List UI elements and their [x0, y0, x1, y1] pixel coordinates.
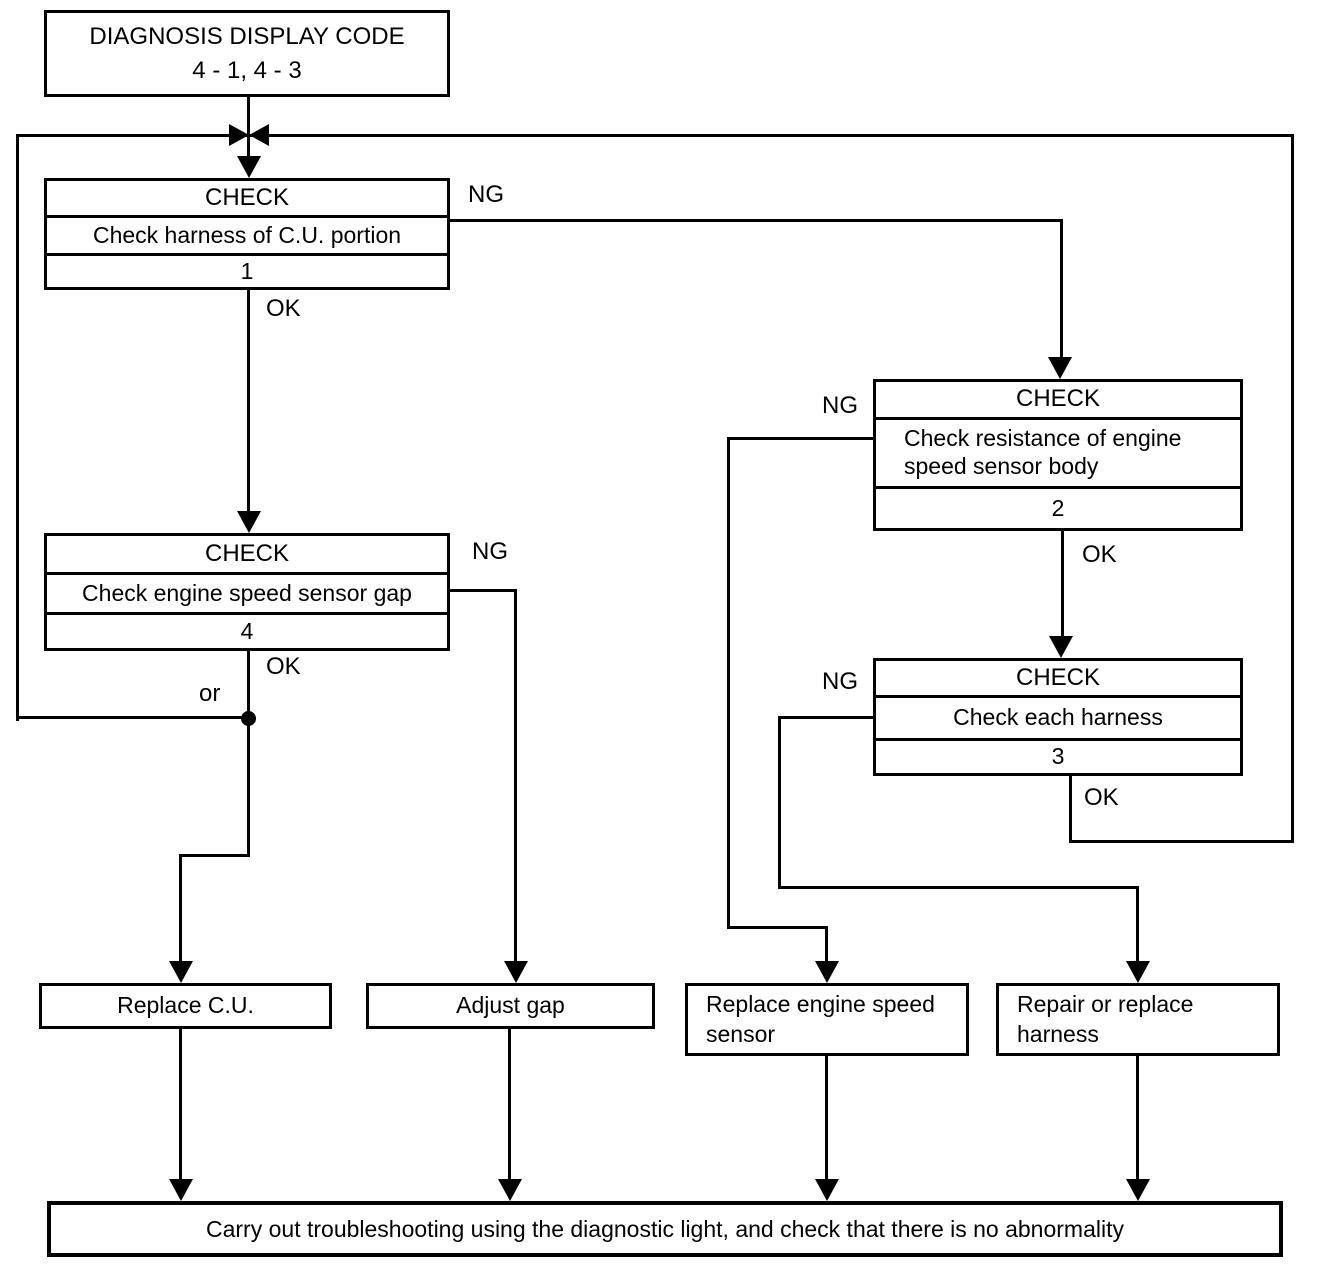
- action-replace-cu: Replace C.U.: [39, 983, 332, 1029]
- connector-check4-ng-v: [514, 589, 517, 963]
- or-junction-dot: [241, 711, 256, 726]
- connector-replace-sensor-to-final: [825, 1056, 828, 1181]
- arrowhead-final-3: [815, 1179, 839, 1201]
- connector-check3-ok-h: [1069, 840, 1294, 843]
- diagnosis-code-title: DIAGNOSIS DISPLAY CODE: [89, 22, 405, 50]
- check2-desc: Check resistance of engine speed sensor …: [876, 420, 1240, 489]
- check1-box: CHECK Check harness of C.U. portion 1: [44, 178, 450, 290]
- check2-header: CHECK: [876, 382, 1240, 420]
- check3-desc: Check each harness: [876, 698, 1240, 741]
- merge-arrow-right-icon: [229, 124, 249, 146]
- connector-merge-horizontal: [16, 134, 1294, 137]
- arrowhead-into-check2: [1048, 357, 1072, 379]
- connector-check2-ng-h2: [727, 926, 828, 929]
- connector-left-loop-horizontal: [16, 716, 252, 719]
- check1-desc: Check harness of C.U. portion: [47, 218, 447, 256]
- final-instruction-bar: Carry out troubleshooting using the diag…: [47, 1201, 1283, 1257]
- connector-check2-ng-v1: [727, 437, 730, 929]
- connector-check3-ng-h1: [778, 716, 873, 719]
- arrowhead-into-check3: [1049, 636, 1073, 658]
- connector-check3-ng-v1: [778, 716, 781, 889]
- check4-header: CHECK: [47, 536, 447, 575]
- connector-check1-ng-v: [1060, 219, 1063, 359]
- arrowhead-into-replace-sensor: [815, 961, 839, 983]
- connector-check4-ok-h: [179, 854, 250, 857]
- check4-ng-label: NG: [472, 538, 508, 565]
- check4-step-number: 4: [240, 617, 254, 644]
- arrowhead-final-4: [1126, 1179, 1150, 1201]
- check4-desc: Check engine speed sensor gap: [47, 575, 447, 615]
- connector-repair-harness-to-final: [1136, 1056, 1139, 1181]
- check2-ng-label: NG: [822, 392, 858, 419]
- connector-left-loop-vertical: [16, 134, 19, 721]
- connector-check2-ng-v2: [825, 926, 828, 963]
- arrowhead-into-check1: [237, 156, 261, 178]
- check3-header: CHECK: [876, 661, 1240, 698]
- arrowhead-into-adjust-gap: [504, 961, 528, 983]
- check4-ok-label: OK: [266, 653, 301, 680]
- check1-ng-label: NG: [468, 181, 504, 208]
- check3-box: CHECK Check each harness 3: [873, 658, 1243, 776]
- connector-check4-ng-h: [447, 589, 517, 592]
- connector-right-loop-vertical: [1291, 134, 1294, 843]
- check3-ng-label: NG: [822, 668, 858, 695]
- check1-step-number: 1: [240, 257, 254, 284]
- check4-box: CHECK Check engine speed sensor gap 4: [44, 533, 450, 651]
- or-label: or: [199, 680, 221, 707]
- arrowhead-into-replace-cu: [169, 961, 193, 983]
- action-repair-harness: Repair or replace harness: [996, 983, 1280, 1056]
- check2-ok-label: OK: [1082, 541, 1117, 568]
- check1-header: CHECK: [47, 181, 447, 218]
- diagnosis-code-box: DIAGNOSIS DISPLAY CODE 4 - 1, 4 - 3: [44, 10, 450, 97]
- action-replace-sensor: Replace engine speed sensor: [685, 983, 969, 1056]
- connector-check3-ng-h2: [778, 886, 1139, 889]
- arrowhead-into-check4: [237, 511, 261, 533]
- diagnosis-code-value: 4 - 1, 4 - 3: [192, 56, 302, 84]
- check2-step-number: 2: [1051, 494, 1065, 521]
- connector-check4-ok-v1: [247, 651, 250, 857]
- connector-check3-ok-v: [1069, 776, 1072, 843]
- action-adjust-gap: Adjust gap: [366, 983, 655, 1029]
- connector-replace-cu-to-final: [179, 1029, 182, 1181]
- check2-box: CHECK Check resistance of engine speed s…: [873, 379, 1243, 531]
- connector-check4-ok-v2: [179, 854, 182, 963]
- connector-check3-ng-v2: [1136, 886, 1139, 963]
- merge-arrow-left-icon: [249, 124, 269, 146]
- check1-ok-label: OK: [266, 295, 301, 322]
- arrowhead-final-1: [169, 1179, 193, 1201]
- arrowhead-final-2: [498, 1179, 522, 1201]
- connector-adjust-gap-to-final: [508, 1029, 511, 1181]
- connector-check2-ok-v: [1061, 531, 1064, 638]
- connector-check1-ng-h: [447, 219, 1063, 222]
- check3-step-number: 3: [1051, 743, 1065, 770]
- arrowhead-into-repair-harness: [1126, 961, 1150, 983]
- connector-check2-ng-h1: [727, 437, 873, 440]
- connector-check1-ok-v: [247, 290, 250, 513]
- check3-ok-label: OK: [1084, 784, 1119, 811]
